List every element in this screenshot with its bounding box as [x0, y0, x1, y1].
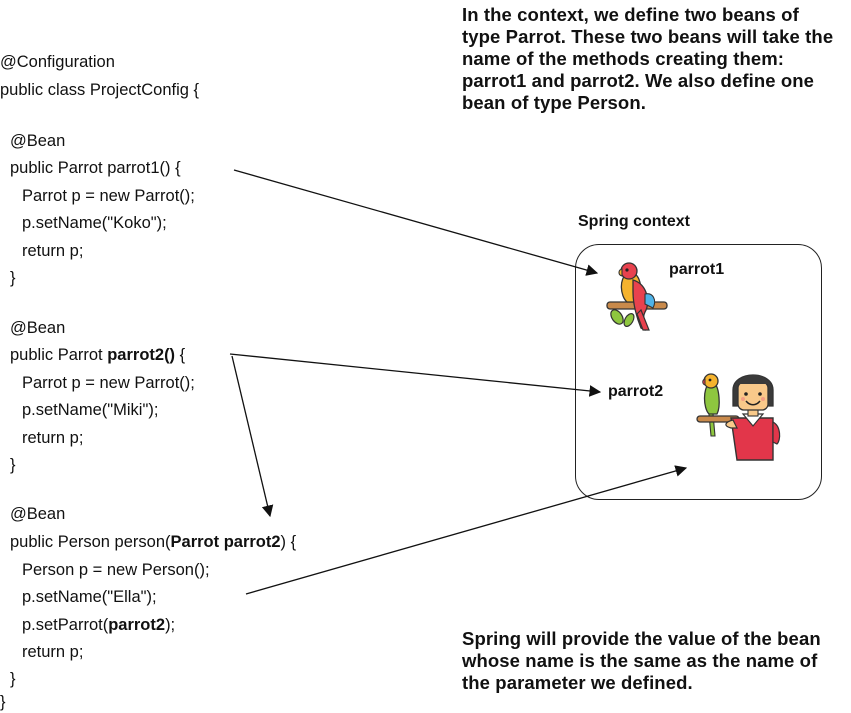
- code-line: p.setParrot(parrot2);: [22, 615, 175, 635]
- code-text: p.setName("Ella");: [22, 588, 157, 606]
- code-line: return p;: [22, 241, 83, 261]
- code-text: public Parrot: [10, 346, 108, 364]
- annotation-bottom: Spring will provide the value of the bea…: [462, 628, 821, 693]
- code-line: @Bean: [10, 131, 65, 151]
- arrow-person-to-context: [245, 465, 688, 595]
- arrow-parrot2-to-context: [229, 353, 602, 397]
- code-text: @Configuration: [0, 53, 115, 71]
- code-text: return p;: [22, 242, 84, 260]
- code-line: @Bean: [10, 504, 65, 524]
- code-line: public Person person(Parrot parrot2) {: [10, 532, 296, 552]
- code-text: }: [10, 269, 16, 287]
- code-text: }: [10, 456, 16, 474]
- code-text: return p;: [22, 643, 84, 661]
- code-line: public class ProjectConfig {: [0, 80, 199, 100]
- code-text: p.setParrot(: [22, 616, 109, 634]
- code-text: public Parrot parrot1() {: [10, 159, 181, 177]
- code-text: }: [0, 693, 6, 711]
- code-line: p.setName("Miki");: [22, 400, 158, 420]
- code-line: return p;: [22, 642, 83, 662]
- code-text: ) {: [280, 533, 297, 551]
- code-line: }: [0, 692, 6, 712]
- spring-context-title: Spring context: [578, 213, 691, 230]
- parrot-on-perch-icon: [606, 262, 668, 331]
- code-line: p.setName("Koko");: [22, 213, 167, 233]
- code-text: @Bean: [10, 505, 66, 523]
- spring-context-box: [575, 244, 822, 500]
- bean-label-parrot2: parrot2: [608, 383, 664, 400]
- code-text: return p;: [22, 429, 84, 447]
- code-text: p.setName("Koko");: [22, 214, 167, 232]
- code-text: public Person person(: [10, 533, 171, 551]
- code-line: Parrot p = new Parrot();: [22, 186, 195, 206]
- code-text: @Bean: [10, 319, 66, 337]
- code-emphasis: parrot2(): [107, 346, 176, 364]
- code-line: @Bean: [10, 318, 65, 338]
- code-line: return p;: [22, 428, 83, 448]
- code-text: Parrot p = new Parrot();: [22, 187, 195, 205]
- code-line: p.setName("Ella");: [22, 587, 157, 607]
- code-text: Parrot p = new Parrot();: [22, 374, 195, 392]
- code-text: public class ProjectConfig {: [0, 81, 200, 99]
- code-text: @Bean: [10, 132, 66, 150]
- code-line: }: [10, 669, 16, 689]
- code-text: p.setName("Miki");: [22, 401, 159, 419]
- code-emphasis: Parrot parrot2: [170, 533, 281, 551]
- code-text: );: [165, 616, 176, 634]
- code-line: Person p = new Person();: [22, 560, 210, 580]
- code-text: }: [10, 670, 16, 688]
- arrow-parrot1-to-context: [233, 169, 599, 276]
- code-line: public Parrot parrot1() {: [10, 158, 181, 178]
- person-holding-parrot-icon: [696, 373, 781, 461]
- code-line: public Parrot parrot2() {: [10, 345, 185, 365]
- code-line: @Configuration: [0, 52, 115, 72]
- code-text: Person p = new Person();: [22, 561, 210, 579]
- bean-label-parrot1: parrot1: [669, 261, 725, 278]
- code-line: }: [10, 268, 16, 288]
- arrow-parrot2-to-parameter: [231, 355, 274, 518]
- code-line: Parrot p = new Parrot();: [22, 373, 195, 393]
- code-text: {: [175, 346, 186, 364]
- code-line: }: [10, 455, 16, 475]
- annotation-top: In the context, we define two beans of t…: [462, 4, 834, 113]
- code-emphasis: parrot2: [108, 616, 166, 634]
